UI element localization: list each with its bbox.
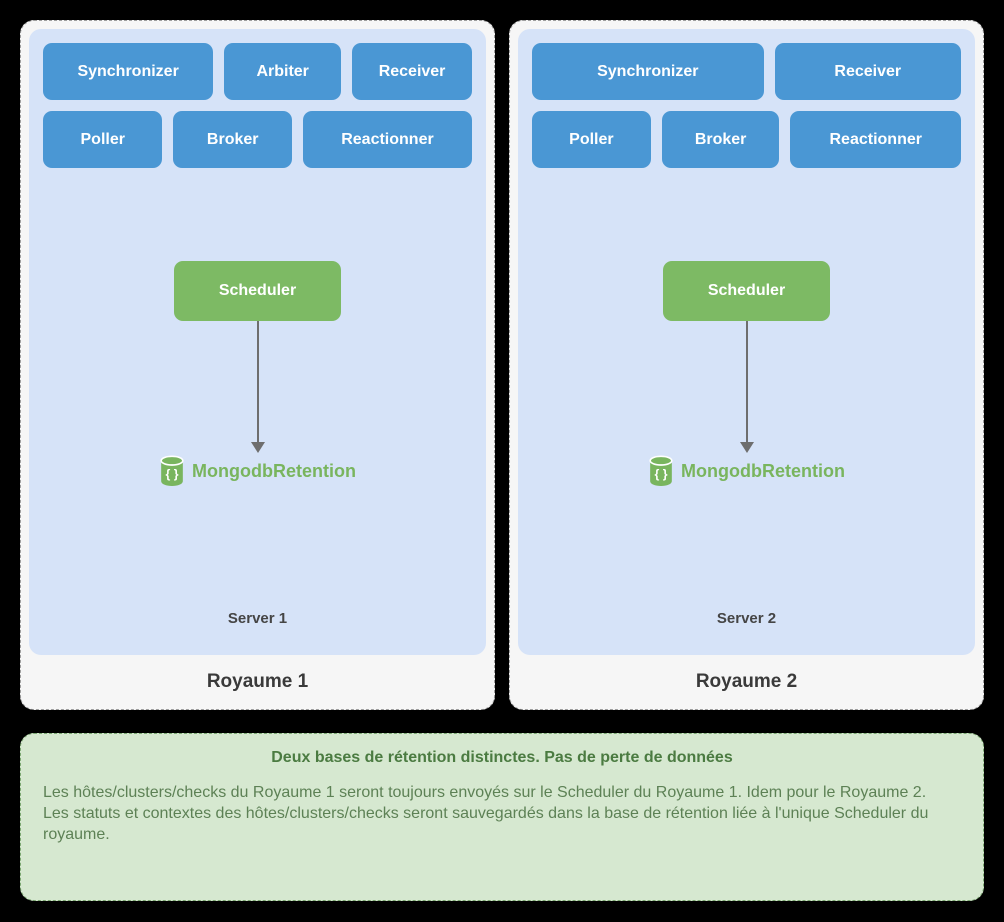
daemon-poller: Poller [532, 111, 651, 168]
retention-database: { } MongodbRetention [159, 455, 356, 488]
daemon-row-1: Synchronizer Arbiter Receiver [43, 43, 472, 100]
svg-text:{ }: { } [165, 467, 178, 481]
royaume-1-panel: Synchronizer Arbiter Receiver Poller Bro… [20, 20, 495, 710]
royaume-2-panel: Synchronizer Receiver Poller Broker Reac… [509, 20, 984, 710]
daemon-reactionner: Reactionner [790, 111, 961, 168]
daemon-row-1: Synchronizer Receiver [532, 43, 961, 100]
scheduler-box: Scheduler [174, 261, 341, 321]
scheduler-flow: Scheduler { } MongodbRetention [532, 261, 961, 488]
database-icon: { } [160, 455, 184, 487]
note-title: Deux bases de rétention distinctes. Pas … [271, 749, 733, 766]
database-icon: { } [649, 455, 673, 487]
daemon-receiver: Receiver [774, 43, 961, 100]
daemon-broker: Broker [173, 111, 292, 168]
scheduler-box: Scheduler [663, 261, 830, 321]
spacer [43, 488, 472, 610]
svg-text:{ }: { } [654, 467, 667, 481]
scheduler-to-db-arrow [250, 321, 265, 453]
note-paragraph-1: Les hôtes/clusters/checks du Royaume 1 s… [43, 784, 927, 801]
daemon-receiver: Receiver [352, 43, 472, 100]
royaume-2-label: Royaume 2 [695, 671, 798, 692]
daemon-reactionner: Reactionner [302, 111, 472, 168]
daemon-poller: Poller [43, 111, 163, 168]
daemon-synchronizer: Synchronizer [43, 43, 214, 100]
daemon-synchronizer: Synchronizer [532, 43, 764, 100]
server-2-label: Server 2 [716, 610, 777, 627]
note-body: Les hôtes/clusters/checks du Royaume 1 s… [43, 782, 961, 845]
database-label: MongodbRetention [192, 461, 356, 481]
server-2-panel: Synchronizer Receiver Poller Broker Reac… [518, 29, 975, 655]
arrow-head-icon [250, 442, 265, 453]
arrow-line [745, 321, 748, 442]
server-1-panel: Synchronizer Arbiter Receiver Poller Bro… [29, 29, 486, 655]
spacer [532, 488, 961, 610]
arrow-line [256, 321, 259, 442]
note-paragraph-2: Les statuts et contextes des hôtes/clust… [43, 805, 929, 843]
daemon-broker: Broker [661, 111, 780, 168]
scheduler-flow: Scheduler { } MongodbRetention [43, 261, 472, 488]
database-label: MongodbRetention [681, 461, 845, 481]
realms-row: Synchronizer Arbiter Receiver Poller Bro… [20, 20, 984, 710]
daemon-row-2: Poller Broker Reactionner [43, 111, 472, 168]
daemon-arbiter: Arbiter [224, 43, 342, 100]
daemon-row-2: Poller Broker Reactionner [532, 111, 961, 168]
royaume-1-label: Royaume 1 [206, 671, 309, 692]
server-1-label: Server 1 [227, 610, 288, 627]
note-panel: Deux bases de rétention distinctes. Pas … [20, 733, 984, 901]
scheduler-to-db-arrow [739, 321, 754, 453]
retention-database: { } MongodbRetention [648, 455, 845, 488]
arrow-head-icon [739, 442, 754, 453]
